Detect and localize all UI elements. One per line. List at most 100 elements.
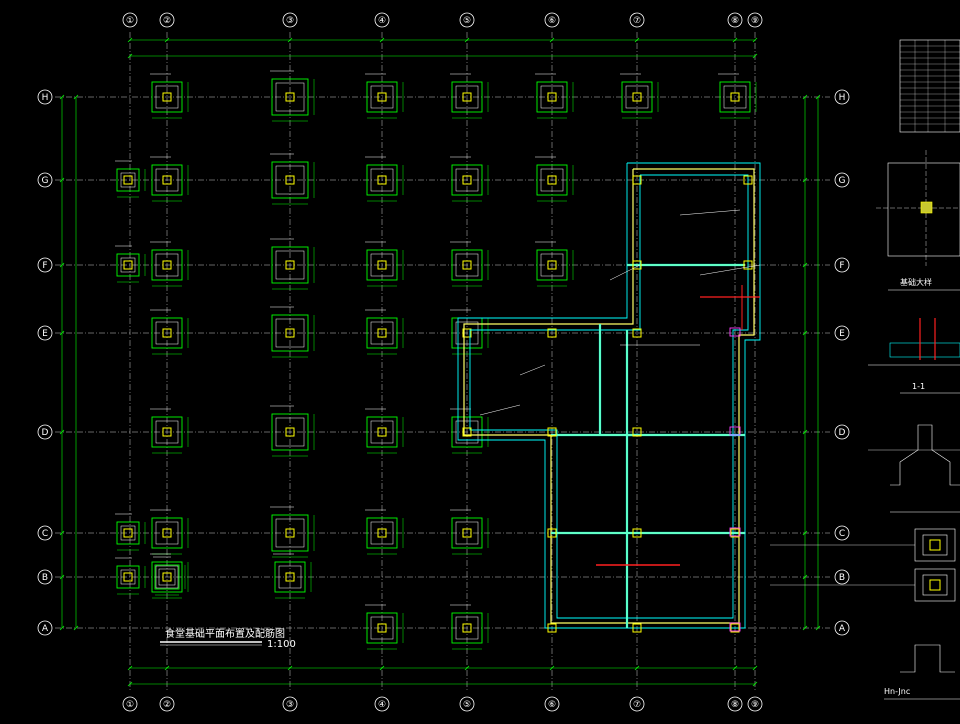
dim-tick — [802, 94, 808, 100]
dimension-lines — [59, 37, 821, 687]
column — [377, 427, 387, 437]
axis-bubble-row — [37, 569, 53, 585]
footing-step — [275, 250, 305, 280]
column — [123, 572, 133, 582]
grade-beam — [469, 174, 749, 619]
axis-label-col: ⑨ — [751, 16, 759, 26]
footing-step — [455, 85, 479, 109]
column — [285, 175, 295, 185]
footing-step — [278, 565, 302, 589]
footing-outline — [451, 81, 483, 113]
cap-inner — [922, 574, 948, 596]
dim-tick — [732, 37, 738, 43]
axis-label-col: ⑧ — [731, 700, 739, 710]
dim-tick — [73, 625, 79, 631]
axis-bubble-row — [834, 525, 850, 541]
axis-bubble-col — [727, 696, 743, 712]
column — [162, 572, 172, 582]
column — [547, 92, 557, 102]
dim-tick — [379, 37, 385, 43]
dim-tick — [752, 37, 758, 43]
axis-bubble-row — [834, 257, 850, 273]
cap-inner — [922, 534, 948, 556]
callouts — [479, 209, 761, 566]
beam-column — [632, 260, 642, 270]
footing-outline — [536, 81, 568, 113]
footing-step — [275, 82, 305, 112]
axis-label-row: F — [42, 261, 47, 271]
footing-outline — [536, 249, 568, 281]
dim-tick — [287, 665, 293, 671]
footing — [365, 73, 404, 119]
dim-tick — [802, 177, 808, 183]
footing-step — [158, 568, 176, 586]
axis-label-row: H — [42, 93, 49, 103]
column — [377, 92, 387, 102]
column — [377, 623, 387, 633]
footing — [115, 513, 146, 551]
axis-bubble-row — [834, 89, 850, 105]
column — [377, 260, 387, 270]
footing — [270, 306, 315, 358]
dim-tick — [802, 574, 808, 580]
axis-bubble-col — [159, 696, 175, 712]
footing — [270, 405, 315, 457]
dim-tick — [59, 330, 65, 336]
leader — [479, 404, 521, 416]
dim-tick — [59, 574, 65, 580]
axis-bubble-row — [37, 325, 53, 341]
dim-tick — [802, 262, 808, 268]
dim-tick — [752, 665, 758, 671]
axis-label-row: D — [42, 428, 49, 438]
axis-label-col: ② — [163, 700, 171, 710]
axis-bubble-row — [37, 424, 53, 440]
footing — [365, 509, 404, 555]
footing — [115, 160, 146, 198]
right-detail-panel — [770, 39, 960, 700]
axis-label-row: C — [42, 529, 48, 539]
marker — [729, 622, 741, 632]
footing-step — [455, 616, 479, 640]
dim-tick — [802, 625, 808, 631]
column — [162, 328, 172, 338]
footing — [365, 309, 404, 355]
axis-bubble-row — [37, 257, 53, 273]
axis-bubble-row — [834, 424, 850, 440]
axis-bubble-col — [159, 12, 175, 28]
footing-step — [455, 168, 479, 192]
footing-outline — [116, 521, 140, 545]
axis-label-row: F — [839, 261, 844, 271]
axis-bubble-row — [834, 569, 850, 585]
beam-column — [632, 427, 642, 437]
axis-bubble-col — [459, 696, 475, 712]
footing-outline — [151, 517, 183, 549]
detail-column — [920, 201, 933, 214]
footing-outline — [451, 612, 483, 644]
column — [462, 623, 472, 633]
marker — [729, 327, 741, 337]
column — [162, 427, 172, 437]
footing-outline — [366, 612, 398, 644]
leader — [679, 209, 741, 216]
axis-label-col: ⑤ — [463, 700, 471, 710]
column — [285, 528, 295, 538]
footing-step — [625, 85, 649, 109]
axis-bubble-col — [282, 12, 298, 28]
footing-outline — [116, 168, 140, 192]
axis-bubble-row — [834, 620, 850, 636]
dim-tick — [379, 665, 385, 671]
beam-column — [547, 328, 557, 338]
footing-outline — [116, 253, 140, 277]
footing — [365, 604, 404, 650]
drawing-title: 食堂基础平面布置及配筋图 — [165, 627, 285, 640]
column — [377, 528, 387, 538]
dim-tick — [802, 429, 808, 435]
footing-step — [540, 85, 564, 109]
column — [123, 260, 133, 270]
footing-outline — [366, 164, 398, 196]
dim-tick — [815, 94, 821, 100]
footing — [150, 509, 189, 555]
beam-column — [462, 427, 472, 437]
column — [285, 572, 295, 582]
